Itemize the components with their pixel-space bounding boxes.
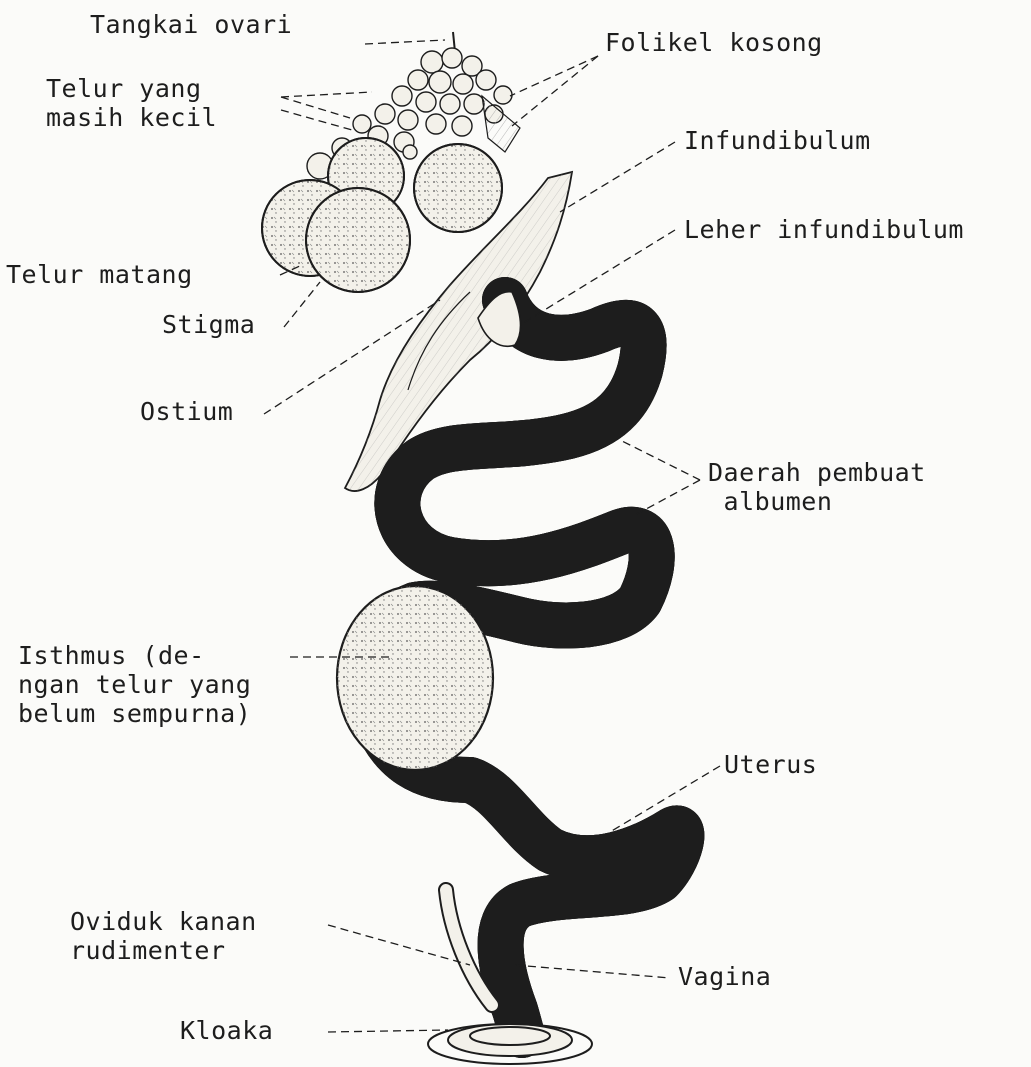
label-vagina: Vagina — [678, 962, 771, 991]
label-infundibulum: Infundibulum — [684, 126, 871, 155]
label-leher-infundibulum: Leher infundibulum — [684, 215, 964, 244]
label-isthmus: Isthmus (de- ngan telur yang belum sempu… — [18, 641, 251, 728]
label-stigma: Stigma — [162, 310, 255, 339]
cloaca — [428, 1024, 592, 1064]
label-oviduk-kanan: Oviduk kanan rudimenter — [70, 907, 257, 965]
label-daerah-albumen: Daerah pembuat albumen — [708, 458, 926, 516]
label-telur-kecil: Telur yang masih kecil — [46, 74, 217, 132]
label-tangkai-ovari: Tangkai ovari — [90, 10, 292, 39]
label-folikel-kosong: Folikel kosong — [605, 28, 823, 57]
label-kloaka: Kloaka — [180, 1016, 273, 1045]
label-telur-matang: Telur matang — [6, 260, 193, 289]
label-ostium: Ostium — [140, 397, 233, 426]
label-uterus: Uterus — [724, 750, 817, 779]
